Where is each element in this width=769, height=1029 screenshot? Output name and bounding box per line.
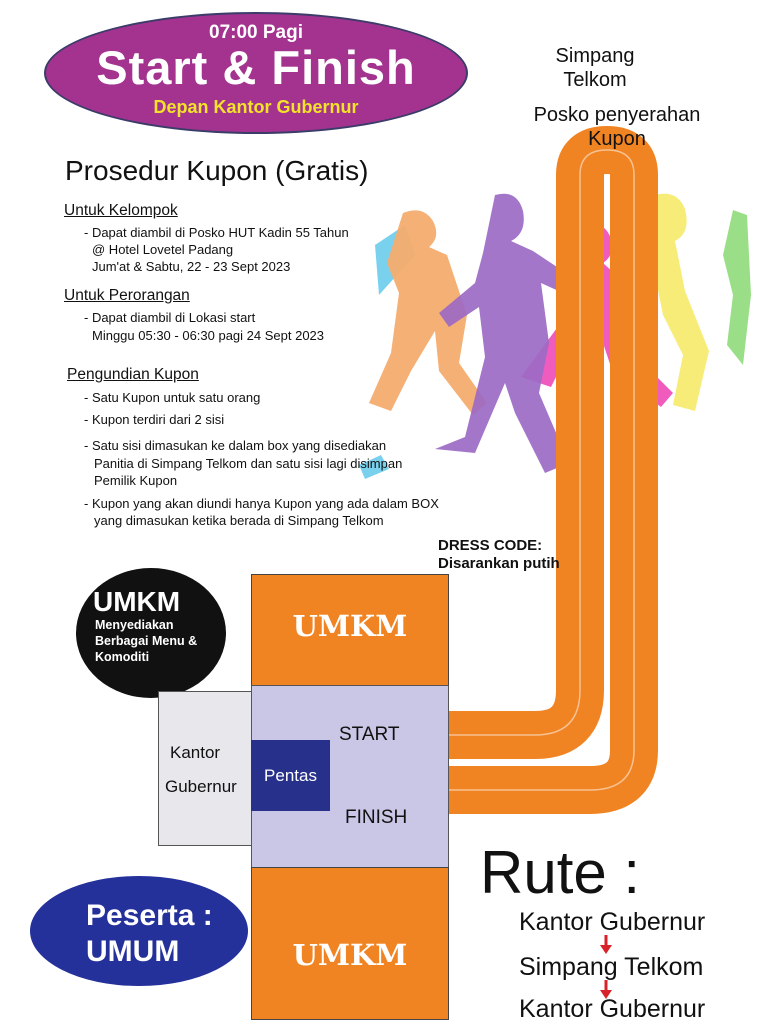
umkm-circle: [76, 568, 226, 698]
draw-line-2: - Kupon terdiri dari 2 sisi: [84, 412, 225, 427]
draw-heading: Pengundian Kupon: [67, 366, 199, 383]
draw-line-3: - Satu sisi dimasukan ke dalam box yang …: [84, 438, 387, 453]
purple-runner-icon: [435, 193, 593, 473]
kantor-label: Kantor: [170, 743, 221, 762]
simpang-telkom-label: Simpang Telkom: [540, 44, 650, 92]
umkm-top-label: UMKM: [292, 609, 408, 643]
umkm-bottom-label: UMKM: [292, 938, 408, 972]
posko-label: Posko penyerahan Kupon: [512, 103, 722, 151]
umkm-desc-2: Berbagai Menu &: [95, 634, 198, 648]
kantor-gubernur-box: [158, 691, 253, 846]
start-location: Depan Kantor Gubernur: [153, 97, 359, 117]
down-arrow-icon: [600, 935, 612, 954]
individual-line-2: Minggu 05:30 - 06:30 pagi 24 Sept 2023: [92, 328, 325, 343]
draw-line-5: Pemilik Kupon: [94, 473, 178, 488]
draw-line-1: - Satu Kupon untuk satu orang: [84, 390, 261, 405]
individual-heading: Untuk Perorangan: [64, 287, 190, 304]
peserta-line2: UMUM: [86, 935, 180, 968]
umkm-bottom-box: UMKM: [251, 867, 449, 1020]
route-stop-3: Kantor Gubernur: [519, 995, 706, 1023]
yellow-runner-icon: [653, 193, 709, 411]
start-finish-title: Start & Finish: [96, 41, 416, 94]
peserta-text: Peserta : UMUM: [86, 898, 213, 970]
umkm-top-box: UMKM: [251, 574, 449, 686]
dress-code-title: DRESS CODE:: [438, 537, 543, 554]
start-finish-banner: [44, 12, 468, 134]
umkm-circle-desc: Menyediakan Berbagai Menu & Komoditi: [95, 617, 225, 665]
procedure-title: Prosedur Kupon (Gratis): [65, 155, 369, 186]
route-title: Rute :: [480, 839, 641, 906]
telkom-line: Telkom: [563, 69, 627, 91]
draw-line-6: - Kupon yang akan diundi hanya Kupon yan…: [84, 496, 439, 511]
finish-label: FINISH: [345, 807, 408, 828]
peserta-badge: [30, 876, 248, 986]
pentas-stage: Pentas: [251, 740, 330, 811]
route-stop-2: Simpang Telkom: [519, 953, 704, 981]
group-line-3: Jum'at & Sabtu, 22 - 23 Sept 2023: [92, 259, 291, 274]
route-stop-1: Kantor Gubernur: [519, 908, 706, 936]
simpang-line: Simpang: [555, 45, 635, 67]
individual-line-1: - Dapat diambil di Lokasi start: [84, 310, 256, 325]
draw-line-7: yang dimasukan ketika berada di Simpang …: [94, 513, 384, 528]
dress-code: DRESS CODE: Disarankan putih: [438, 537, 560, 573]
group-line-1: - Dapat diambil di Posko HUT Kadin 55 Ta…: [84, 225, 349, 240]
group-line-2: @ Hotel Lovetel Padang: [92, 242, 234, 257]
group-heading: Untuk Kelompok: [64, 202, 178, 219]
umkm-desc-3: Komoditi: [95, 650, 150, 664]
start-label: START: [339, 724, 400, 745]
posko-line1: Posko penyerahan: [533, 104, 701, 126]
posko-line2: Kupon: [588, 128, 646, 150]
umkm-desc-1: Menyediakan: [95, 618, 174, 632]
umkm-circle-title: UMKM: [93, 586, 181, 617]
green-runner-icon: [723, 210, 751, 365]
dress-code-text: Disarankan putih: [438, 555, 560, 572]
start-time: 07:00 Pagi: [209, 22, 303, 43]
draw-line-4: Panitia di Simpang Telkom dan satu sisi …: [94, 456, 403, 471]
orange-runner-icon: [369, 210, 487, 415]
down-arrow-icon: [600, 980, 612, 999]
peserta-line1: Peserta :: [86, 899, 213, 932]
gubernur-label: Gubernur: [165, 777, 237, 796]
